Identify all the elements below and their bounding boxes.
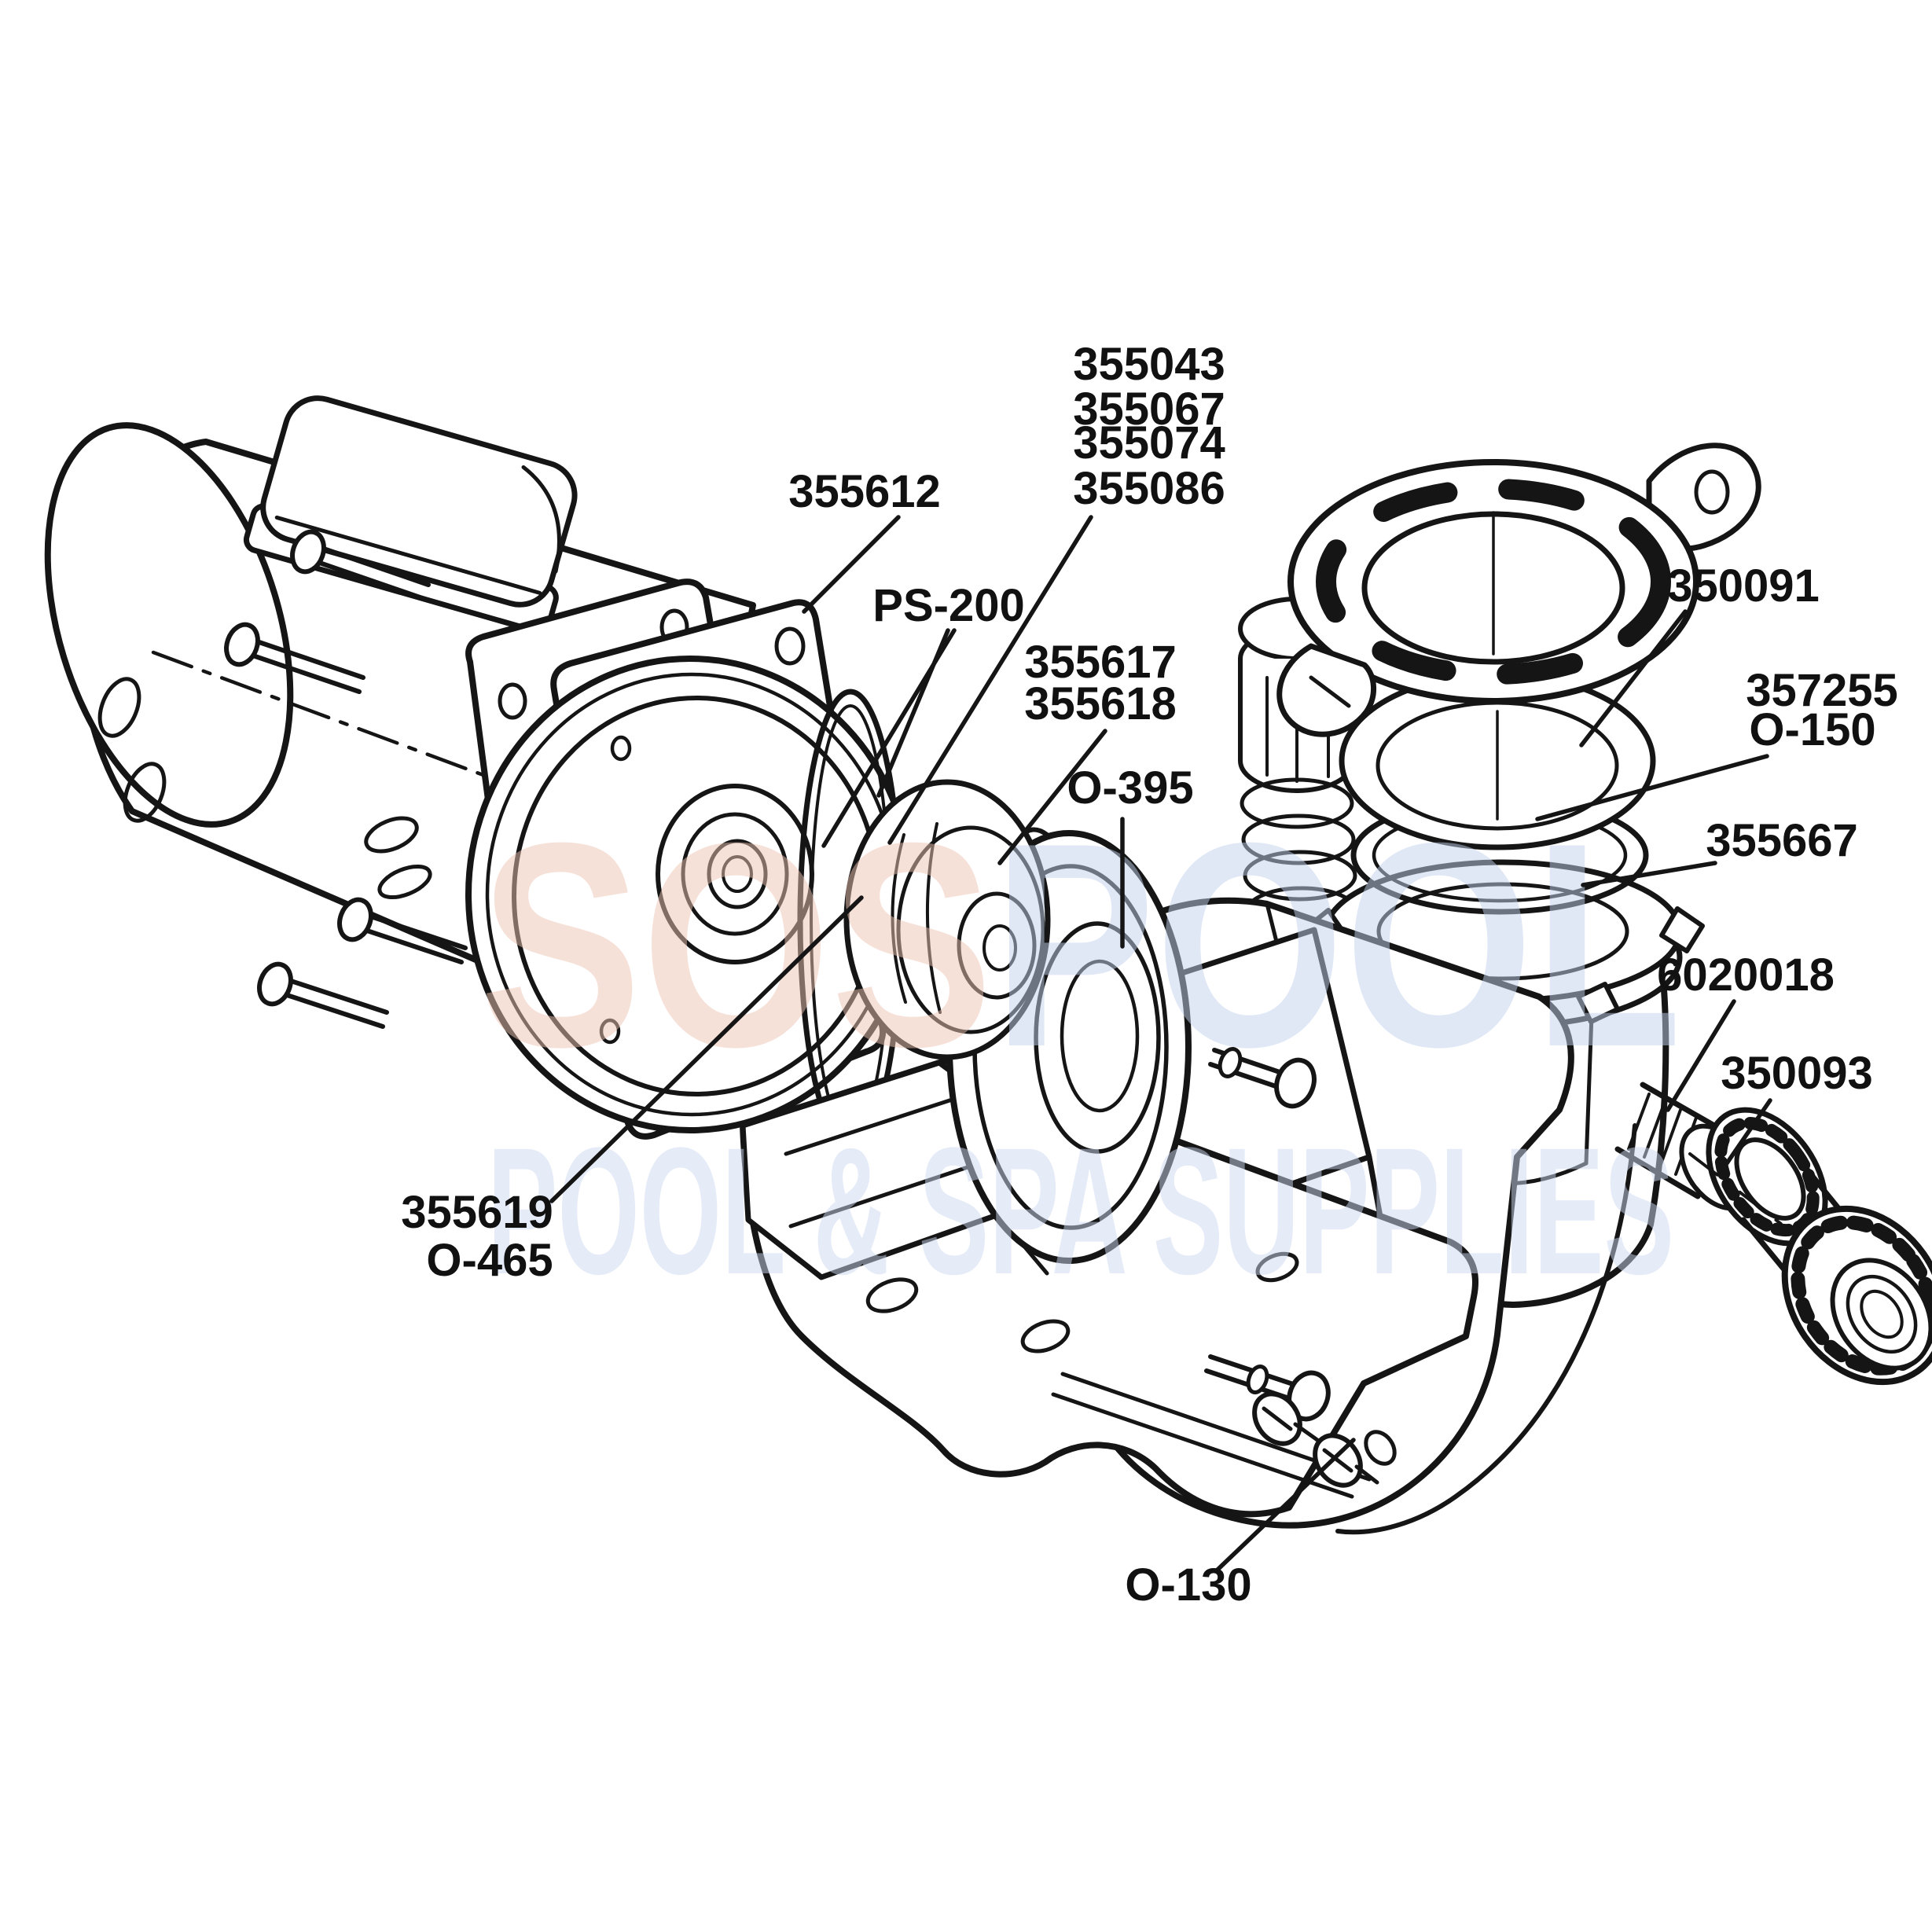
- leader-line-350093: [1724, 1098, 1772, 1166]
- part-label-355618: 355618: [1024, 678, 1177, 729]
- tank-opening: [1376, 882, 1629, 981]
- seal-plate-hole: [774, 626, 806, 666]
- leader-line-355619: [549, 895, 864, 1203]
- pipe-adapter: [1688, 1146, 1932, 1386]
- leader-line-355086: [887, 515, 1093, 845]
- watermark-line1: SOSPOOL: [479, 783, 1682, 1107]
- shaft-seal-ps200: [707, 839, 768, 909]
- seal-plate-screw-hole: [599, 1018, 621, 1045]
- impeller: [843, 779, 1051, 1060]
- motor-vent-slot: [377, 864, 432, 900]
- base-hole: [865, 1277, 919, 1313]
- diffuser-eye: [1060, 959, 1140, 1113]
- collar-lug: [1659, 906, 1705, 953]
- diffuser-foot: [1019, 1241, 1049, 1276]
- leader-line-O-150: [1535, 754, 1769, 821]
- leader-line-350091: [1579, 609, 1688, 747]
- part-label-355667: 355667: [1706, 815, 1858, 866]
- part-label-355612: 355612: [788, 466, 941, 517]
- diffuser-face: [1034, 921, 1161, 1154]
- leader-line-355667: [1581, 861, 1717, 887]
- impeller-bore: [983, 924, 1017, 972]
- part-label-O-465: O-465: [426, 1235, 553, 1286]
- flange-bolt-hole: [498, 682, 527, 720]
- clamp-ring-slots: [1316, 479, 1671, 685]
- base-channel: [1051, 1392, 1354, 1499]
- part-label-355074: 355074: [1073, 417, 1225, 468]
- leader-line-6020018: [1666, 999, 1736, 1112]
- bolt: [224, 622, 365, 694]
- hose-nut-face: [1830, 1258, 1932, 1371]
- bracket-stud: [1208, 1047, 1317, 1109]
- leader-line-355618: [997, 729, 1107, 865]
- motor-end-cap: [44, 422, 294, 828]
- part-label-O-395: O-395: [1067, 762, 1193, 814]
- part-label-355619: 355619: [401, 1187, 553, 1238]
- impeller-vane-line: [925, 822, 942, 1014]
- conduit-box-seam: [274, 515, 542, 595]
- part-label-357255: 357255: [1746, 665, 1898, 716]
- clamp-ring: [1276, 443, 1761, 737]
- part-label-355086: 355086: [1073, 463, 1225, 514]
- outlet-union: [1614, 1082, 1932, 1386]
- base-hole: [1020, 1319, 1071, 1354]
- part-label-350093: 350093: [1721, 1048, 1873, 1099]
- watermark-line2: POOL & SPA SUPPLIES: [487, 1110, 1674, 1312]
- bolt: [290, 529, 431, 601]
- seal-plate-screw-hole: [610, 735, 632, 762]
- impeller-face: [896, 825, 1045, 1034]
- conduit-box-dome-line: [521, 465, 561, 574]
- base-hole: [1255, 1251, 1299, 1283]
- part-label-355043: 355043: [1073, 339, 1225, 390]
- drain-plug-o-ring: [1364, 1430, 1397, 1466]
- bolt: [257, 961, 389, 1029]
- bolt: [337, 897, 468, 964]
- motor-vent-slot: [364, 816, 419, 854]
- part-label-PS-200: PS-200: [872, 580, 1024, 631]
- drain-plug: [1313, 1433, 1379, 1488]
- impeller-hub: [957, 891, 1037, 1000]
- motor-vent-slot: [123, 762, 167, 823]
- leader-line-O-130: [1214, 1438, 1356, 1573]
- leader-lines: [549, 515, 1772, 1573]
- impeller-vane-line: [891, 833, 907, 1004]
- tank-support-strap: [1335, 1123, 1637, 1535]
- collar-lug: [1576, 982, 1620, 1024]
- motor-through-bolts: [224, 529, 468, 1029]
- part-label-6020018: 6020018: [1657, 949, 1835, 1001]
- drain-plug: [1252, 1391, 1320, 1446]
- part-label-355617: 355617: [1024, 637, 1177, 688]
- part-label-355067: 355067: [1073, 384, 1225, 435]
- drain-plugs: [1204, 1354, 1397, 1488]
- part-labels: 355043355067355074355086355612PS-2003556…: [401, 339, 1898, 1611]
- part-label-O-150: O-150: [1749, 704, 1875, 755]
- leader-line-355612: [802, 515, 901, 614]
- motor-vent-slot: [97, 677, 141, 738]
- leader-line-PS-200: [821, 628, 957, 848]
- part-label-350091: 350091: [1667, 560, 1820, 612]
- part-label-O-130: O-130: [1125, 1559, 1251, 1611]
